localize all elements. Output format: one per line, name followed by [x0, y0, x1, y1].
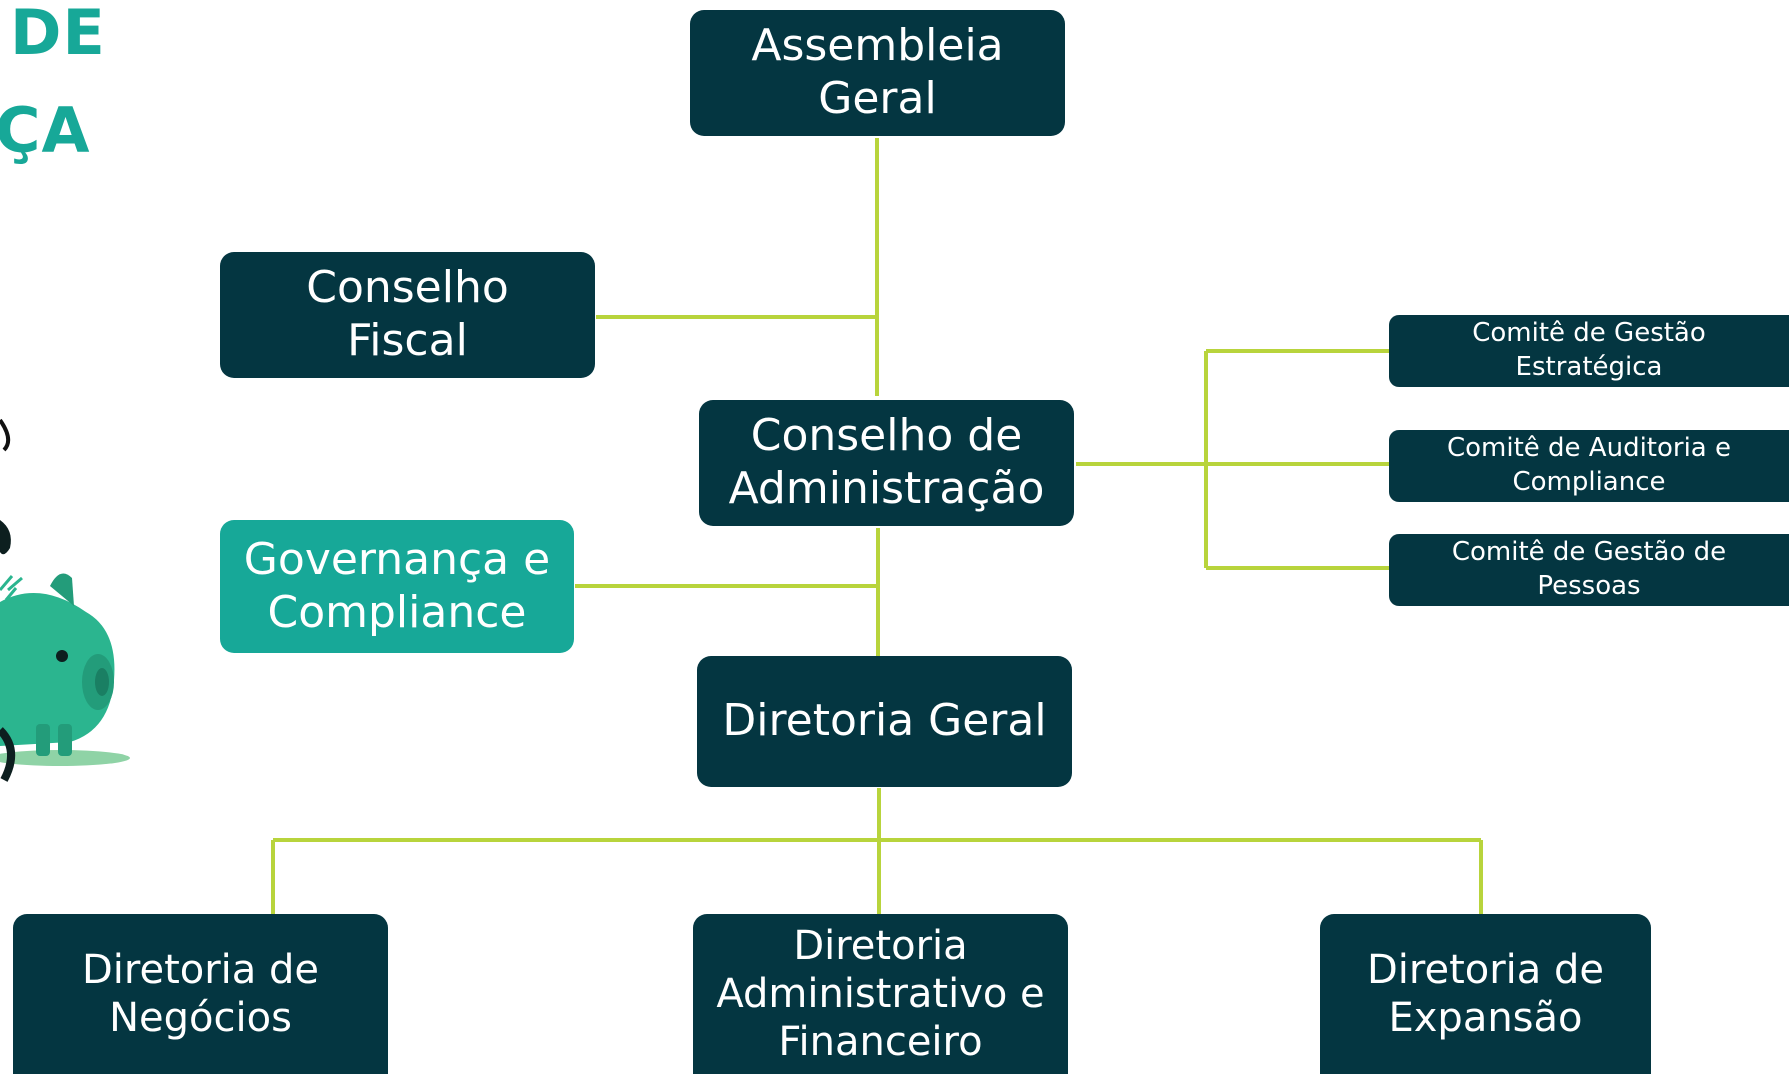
node-governanca-compliance: Governança e Compliance: [220, 520, 574, 653]
node-diretoria-expansao: Diretoria de Expansão: [1320, 914, 1651, 1074]
node-diretoria-geral-label: Diretoria Geral: [722, 695, 1047, 747]
piggy-bank-illustration: [0, 418, 130, 782]
node-comite-gestao-pessoas-label: Comitê de Gestão de Pessoas: [1451, 537, 1727, 601]
node-diretoria-negocios: Diretoria de Negócios: [13, 914, 388, 1074]
node-diretoria-expansao-label: Diretoria de Expansão: [1366, 947, 1605, 1041]
node-diretoria-administrativo-financeiro: Diretoria Administrativo e Financeiro: [693, 914, 1068, 1074]
node-comite-gestao-estrategica: Comitê de Gestão Estratégica: [1389, 315, 1789, 387]
node-governanca-compliance-label: Governança e Compliance: [243, 533, 551, 638]
page-title-line-1: DE: [10, 0, 106, 69]
node-conselho-fiscal-label: Conselho Fiscal: [306, 262, 509, 366]
node-diretoria-negocios-label: Diretoria de Negócios: [81, 947, 320, 1041]
node-assembleia-geral-label: Assembleia Geral: [751, 20, 1004, 124]
node-comite-gestao-estrategica-label: Comitê de Gestão Estratégica: [1472, 318, 1706, 382]
node-assembleia-geral: Assembleia Geral: [690, 10, 1065, 136]
node-diretoria-administrativo-financeiro-label: Diretoria Administrativo e Financeiro: [716, 923, 1045, 1065]
node-diretoria-geral: Diretoria Geral: [697, 656, 1072, 787]
node-comite-gestao-pessoas: Comitê de Gestão de Pessoas: [1389, 534, 1789, 606]
node-conselho-administracao-label: Conselho de Administração: [728, 410, 1045, 514]
node-conselho-fiscal: Conselho Fiscal: [220, 252, 595, 378]
node-comite-auditoria-compliance-label: Comitê de Auditoria e Compliance: [1446, 433, 1732, 497]
node-conselho-administracao: Conselho de Administração: [699, 400, 1074, 526]
page-title-line-2: ÇA: [0, 94, 91, 167]
node-comite-auditoria-compliance: Comitê de Auditoria e Compliance: [1389, 430, 1789, 502]
